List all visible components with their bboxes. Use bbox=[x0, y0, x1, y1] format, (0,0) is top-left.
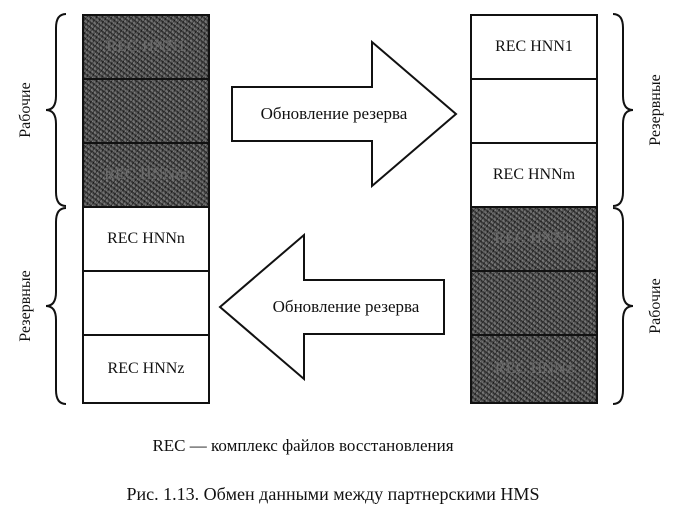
right-cell-6: REC HNNz bbox=[472, 336, 596, 402]
figure-caption: Рис. 1.13. Обмен данными между партнерск… bbox=[126, 484, 540, 504]
right-cell-4: REC HNNn bbox=[472, 208, 596, 272]
left-cell-3: REC HNNm bbox=[84, 144, 208, 208]
right-arrow-label: Обновление резерва bbox=[260, 104, 408, 123]
left-cell-5 bbox=[84, 272, 208, 336]
left-cell-4: REC HNNn bbox=[84, 208, 208, 272]
left-cell-2 bbox=[84, 80, 208, 144]
right-host-stack: REC HNN1 REC HNNm REC HNNn REC HNNz bbox=[470, 14, 598, 404]
right-cell-1: REC HNN1 bbox=[472, 16, 596, 80]
left-working-label: Рабочие bbox=[17, 82, 34, 138]
brace-right-working bbox=[612, 207, 634, 405]
arrow-left bbox=[218, 232, 445, 382]
legend-text: REC — комплекс файлов восстановления bbox=[152, 436, 454, 455]
right-cell-2 bbox=[472, 80, 596, 144]
left-cell-1: REC HNN1 bbox=[84, 16, 208, 80]
left-arrow-label: Обновление резерва bbox=[272, 297, 420, 316]
brace-right-reserve bbox=[612, 13, 634, 207]
brace-left-working bbox=[45, 13, 67, 207]
right-cell-3: REC HNNm bbox=[472, 144, 596, 208]
left-host-stack: REC HNN1 REC HNNm REC HNNn REC HNNz bbox=[82, 14, 210, 404]
right-reserve-label: Резервные bbox=[647, 74, 664, 146]
brace-left-reserve bbox=[45, 207, 67, 405]
left-cell-6: REC HNNz bbox=[84, 336, 208, 402]
left-reserve-label: Резервные bbox=[17, 270, 34, 342]
right-working-label: Рабочие bbox=[647, 278, 664, 334]
right-cell-5 bbox=[472, 272, 596, 336]
arrow-right bbox=[231, 39, 458, 189]
